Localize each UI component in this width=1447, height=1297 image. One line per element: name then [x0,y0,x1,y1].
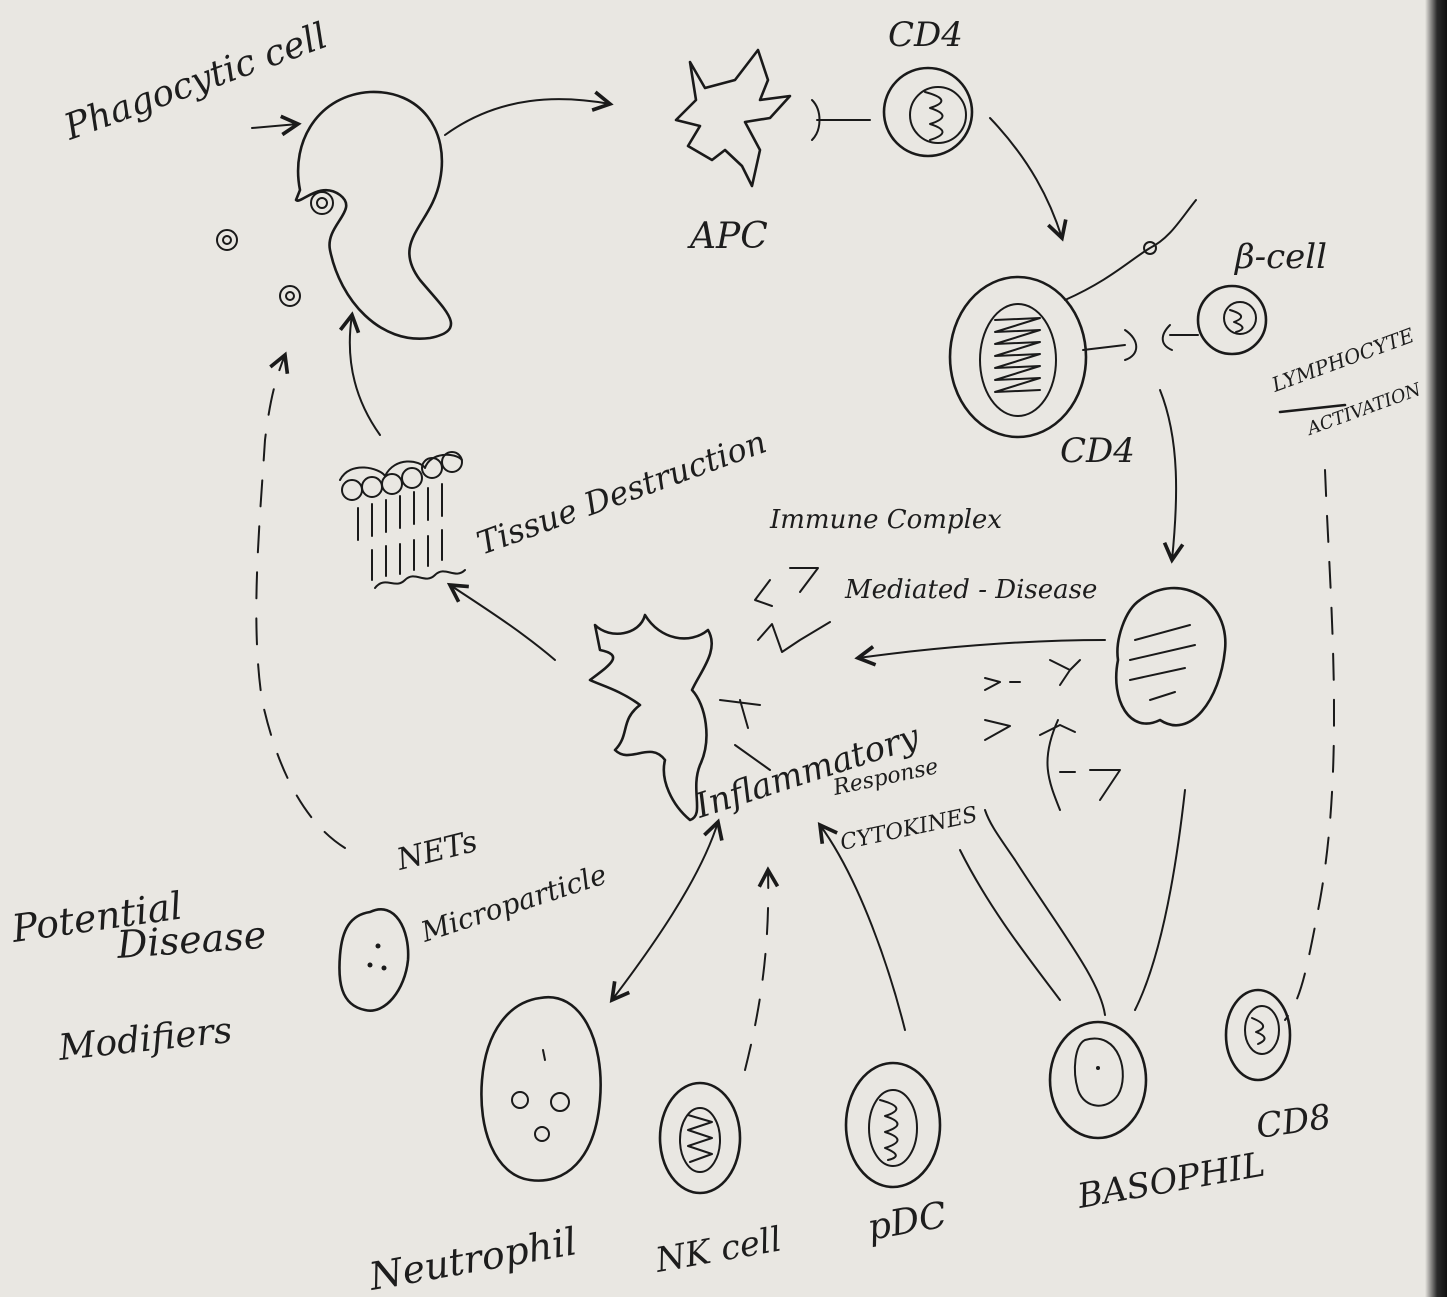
label-neutrophil: Neutrophil [365,1219,580,1297]
tissue-destruction [340,452,465,588]
label-pdc: pDC [864,1195,949,1249]
plasma-cell [1116,588,1225,725]
cd8-cell [1226,990,1290,1080]
label-nk-cell: NK cell [652,1219,785,1281]
label-disease: Disease [115,913,268,967]
basophil-cell [960,720,1185,1138]
arrow-pdc-cytokines [820,825,905,1030]
label-apc: APC [687,216,768,257]
arrow-cd4-down [990,118,1062,238]
phagocytic-label-arrow [252,124,298,128]
arrow-tissue-to-phagocyte [350,315,380,435]
arrow-neutrophil-inflammation [612,822,718,1000]
label-cytokines: CYTOKINES [838,802,980,855]
label-mediated-disease: Mediated - Disease [844,575,1097,605]
cd4-large-cell [950,200,1196,437]
pdc-cell [846,1063,940,1187]
nk-cell [660,1083,740,1193]
label-microparticle: Microparticle [416,858,611,949]
phagocytic-cell [296,92,451,339]
antigen-particles [217,230,300,306]
b-cell [1163,286,1266,354]
label-phagocytic-cell: Phagocytic cell [58,15,332,148]
photo-edge-shadow [1425,0,1447,1297]
dashed-nk-arrow [745,870,768,1070]
arrow-to-tissue [450,585,555,660]
apc-cd4-receptor [812,100,870,140]
label-lymphocyte: LYMPHOCYTE [1268,323,1418,397]
microparticle [339,909,408,1010]
dashed-lymphocyte-link [1285,470,1334,1020]
label-b-cell: β-cell [1233,237,1327,277]
label-immune-complex: Immune Complex [769,505,1002,535]
label-tissue-destruction: Tissue Destruction [472,423,771,563]
arrow-cd4-to-plasma [1160,390,1176,560]
label-modifiers: Modifiers [56,1010,234,1069]
cd4-top-cell [884,68,972,156]
label-cd8: CD8 [1254,1097,1334,1147]
label-cd4-top: CD4 [888,15,963,55]
dashed-left-loop [256,355,345,848]
apc-cell [676,50,790,186]
label-nets: NETs [392,824,480,878]
neutrophil-cell [481,997,600,1180]
arrow-phagocyte-to-apc [445,99,610,135]
label-activation: ACTIVATION [1303,379,1425,441]
label-cd4: CD4 [1060,431,1135,471]
label-basophil: BASOPHIL [1074,1145,1268,1217]
arrow-plasma-to-complex [858,640,1105,658]
